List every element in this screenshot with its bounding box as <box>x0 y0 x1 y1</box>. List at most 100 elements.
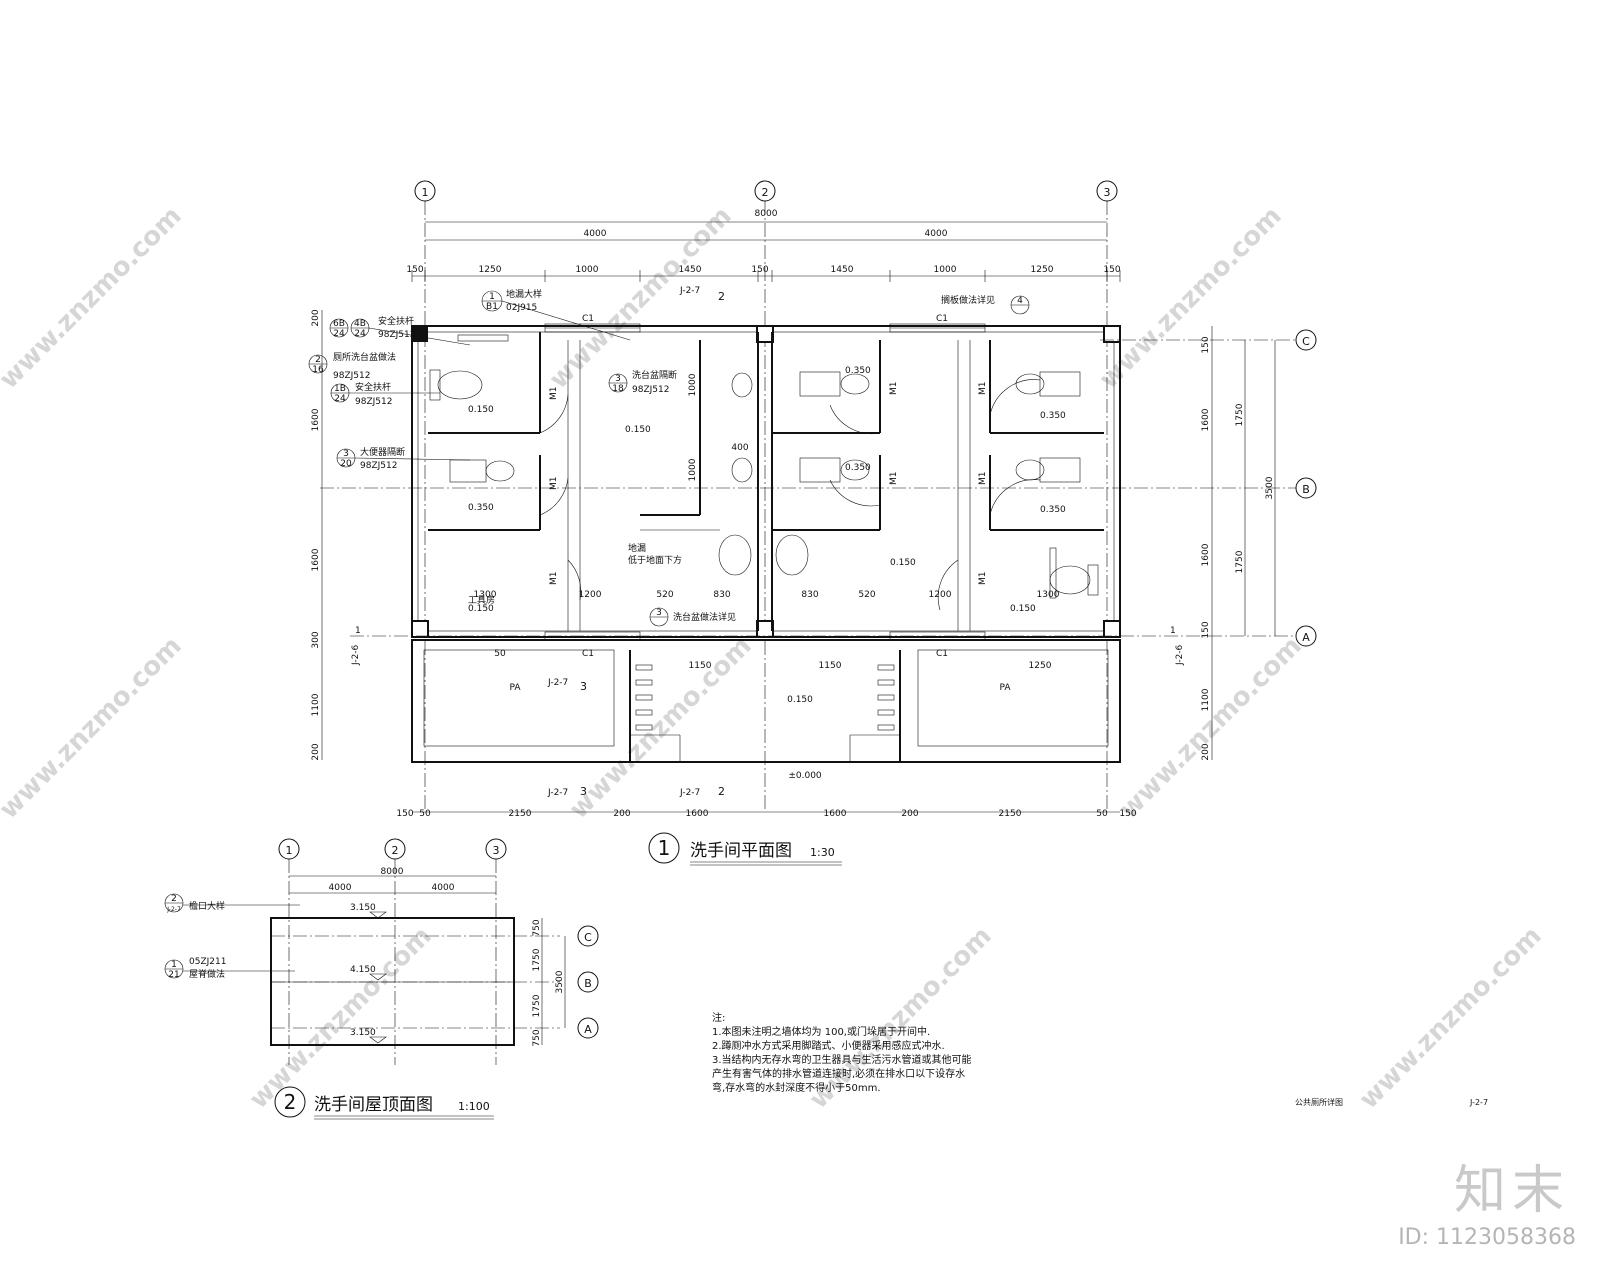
elevation-label: ±0.000 <box>788 771 822 781</box>
urinal-icon <box>731 372 753 483</box>
dim-label: 1250 <box>1029 661 1052 671</box>
window-tag: C1 <box>582 649 594 659</box>
toilet-icon <box>429 369 483 401</box>
note-line: 1.本图未注明之墙体均为 100,或门垛居于开间中. <box>712 1027 931 1038</box>
door-tag: M1 <box>978 382 988 396</box>
dim-label: 1000 <box>934 265 957 275</box>
detail-callout: 4 搁板做法详见 <box>941 294 1030 315</box>
plan-title: 洗手间平面图 <box>690 841 792 861</box>
roof-title: 洗手间屋顶面图 <box>314 1095 433 1115</box>
window-tag: C1 <box>582 314 594 324</box>
svg-text:98ZJ512: 98ZJ512 <box>378 330 415 340</box>
svg-text:J-2-7: J-2-7 <box>166 906 181 913</box>
floor-plan: 1 2 3 8000 4000 4000 150 1250 1000 1450 … <box>308 180 1317 866</box>
detail-callout: 2 16 厕所洗台盆做法 98ZJ512 <box>308 351 396 381</box>
plan-scale: 1:30 <box>810 846 835 859</box>
note-line: 产生有害气体的排水管道连接时,必须在排水口以下设存水 <box>712 1069 966 1080</box>
door-tag: M1 <box>978 472 988 486</box>
svg-text:4B: 4B <box>354 319 366 329</box>
axis-label: C <box>1302 335 1310 348</box>
svg-text:1B: 1B <box>334 384 346 394</box>
dim-label: 150 <box>1201 336 1211 353</box>
dim-label: 1750 <box>1235 550 1245 573</box>
elevation-label: 0.350 <box>1040 505 1066 515</box>
svg-text:98ZJ512: 98ZJ512 <box>632 385 669 395</box>
svg-text:檐口大样: 檐口大样 <box>189 900 225 912</box>
svg-text:屋脊做法: 屋脊做法 <box>189 968 225 980</box>
watermark-text: www.znzmo.com <box>0 631 188 825</box>
squat-toilet-icon <box>449 459 515 483</box>
column <box>411 620 429 638</box>
dim-label: 2150 <box>999 809 1022 819</box>
detail-callout: 3 20 大便器隔断 98ZJ512 <box>336 446 471 471</box>
elevation-label: 0.350 <box>845 463 871 473</box>
section-number: 3 <box>580 785 587 798</box>
window-tag: C1 <box>936 314 948 324</box>
watermark-text: www.znzmo.com <box>544 201 738 395</box>
sheet-stamp: 公共厕所详图 <box>1295 1097 1343 1107</box>
elevation-label: 3.150 <box>350 1028 376 1038</box>
elevation-label: 0.350 <box>468 503 494 513</box>
sheet-stamp-ref: J-2-7 <box>1469 1098 1488 1107</box>
section-ref: J-2-7 <box>679 286 700 296</box>
column <box>1103 325 1121 343</box>
column <box>1103 620 1121 638</box>
dim-label: 1100 <box>311 693 321 716</box>
dim-label: 1300 <box>474 590 497 600</box>
dim-label: 1250 <box>479 265 502 275</box>
drawing-number-bubble <box>648 832 680 864</box>
detail-callout: 2 J-2-7 檐口大样 <box>164 893 300 913</box>
room-tag: PA <box>509 683 521 693</box>
detail-callout: 3 洗台盆做法详见 <box>649 607 736 627</box>
axis-label: 1 <box>422 186 429 199</box>
roof-plan: 1 2 3 8000 4000 4000 C B A 3.150 4.150 3… <box>164 838 599 1120</box>
dim-label: 8000 <box>381 867 404 877</box>
svg-text:24: 24 <box>334 394 346 404</box>
axis-label: B <box>584 977 592 990</box>
column <box>756 620 774 638</box>
svg-text:20: 20 <box>340 459 352 469</box>
floor-drain-note: 低于地面下方 <box>628 554 682 566</box>
sink-icon <box>718 534 809 576</box>
svg-text:3: 3 <box>343 449 349 459</box>
dim-label: 1000 <box>688 458 698 481</box>
svg-text:3: 3 <box>656 608 662 618</box>
axis-label: B <box>1302 483 1310 496</box>
elevation-label: 0.150 <box>625 425 651 435</box>
note-line: 弯,存水弯的水封深度不得小于50mm. <box>712 1083 881 1094</box>
door-tag: M1 <box>889 472 899 486</box>
dim-label: 1250 <box>1031 265 1054 275</box>
watermark-text: www.znzmo.com <box>0 201 188 395</box>
section-ref: J-2-6 <box>351 644 361 666</box>
section-ref: J-2-7 <box>547 678 568 688</box>
dim-label: 830 <box>713 590 730 600</box>
window-tag: C1 <box>936 649 948 659</box>
dim-label: 8000 <box>755 209 778 219</box>
elevation-label: 0.150 <box>890 558 916 568</box>
note-line: 3.当结构内无存水弯的卫生器具与生活污水管道或其他可能 <box>712 1055 972 1066</box>
axis-label: 2 <box>392 844 399 857</box>
section-number: 2 <box>718 785 725 798</box>
section-number: 1 <box>355 626 361 636</box>
dim-label: 1750 <box>532 994 542 1017</box>
dim-label: 4000 <box>432 883 455 893</box>
dim-label: 1600 <box>1201 543 1211 566</box>
dim-label: 520 <box>656 590 673 600</box>
axis-bubble <box>1295 625 1317 647</box>
column <box>756 325 774 343</box>
svg-text:05ZJ211: 05ZJ211 <box>189 957 226 967</box>
door-tag: M1 <box>978 572 988 586</box>
svg-text:18: 18 <box>612 384 624 394</box>
axis-label: A <box>1302 631 1310 644</box>
detail-callout: 1B 24 安全扶杆 98ZJ512 <box>330 381 440 407</box>
image-id-watermark: ID: 1123058368 <box>1398 1225 1576 1250</box>
notes-heading: 注: <box>712 1013 726 1024</box>
svg-text:02J915: 02J915 <box>506 303 537 313</box>
detail-callout: 1 21 05ZJ211 屋脊做法 <box>164 957 295 980</box>
section-number: 3 <box>580 680 587 693</box>
svg-text:6B: 6B <box>333 319 345 329</box>
drawing-number-bubble <box>274 1086 306 1118</box>
brand-watermark: 知末 <box>1453 1161 1570 1221</box>
general-notes: 注: 1.本图未注明之墙体均为 100,或门垛居于开间中. 2.蹲厕冲水方式采用… <box>712 1012 1002 1096</box>
